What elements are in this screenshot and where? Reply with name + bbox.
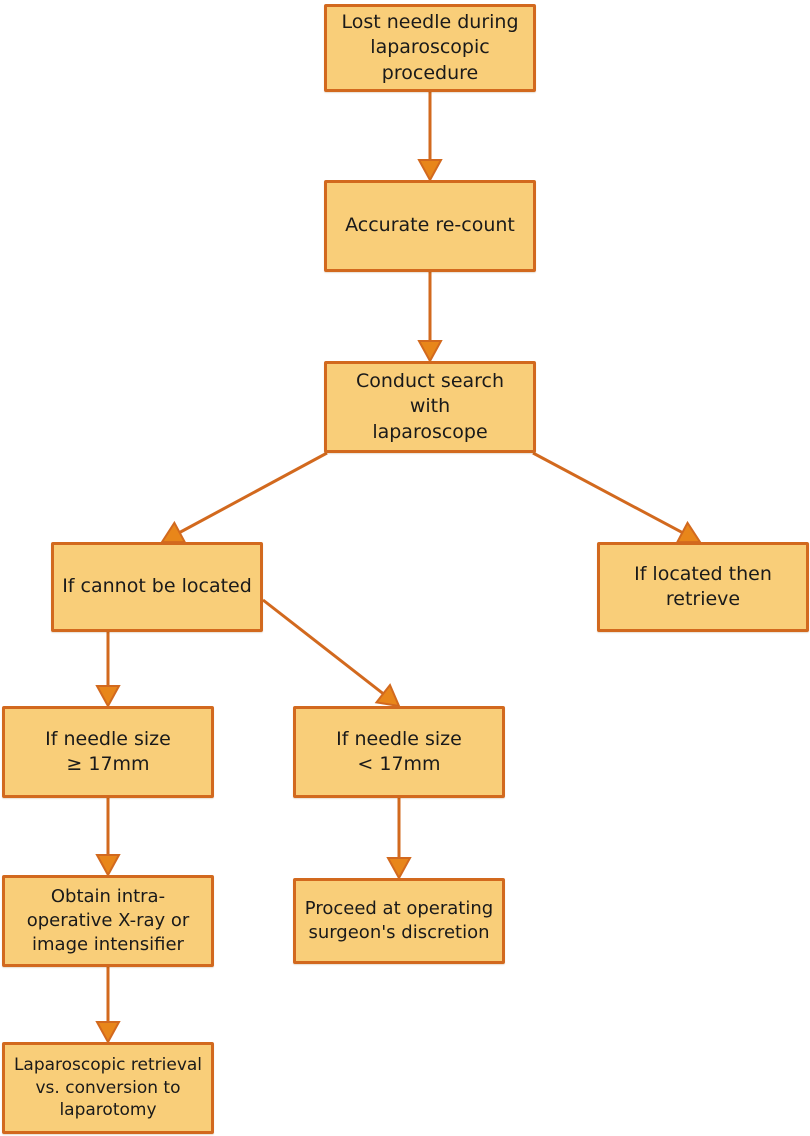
node-cannot-be-located: If cannot be located	[51, 542, 263, 632]
node-label-obtain-xray: Obtain intra- operative X-ray or image i…	[26, 886, 190, 955]
edge-cannot-locate-to-gte17	[95, 632, 121, 709]
node-needle-size-gte-17: If needle size ≥ 17mm	[2, 706, 214, 798]
node-label-cannot-be-located: If cannot be located	[62, 575, 252, 598]
node-accurate-recount: Accurate re-count	[324, 180, 536, 272]
node-label-accurate-recount: Accurate re-count	[345, 214, 515, 237]
node-label-laparoscopic-retrieval: Laparoscopic retrieval vs. conversion to…	[13, 1055, 203, 1121]
edge-gte17-to-xray	[95, 798, 121, 878]
edge-lost-to-recount	[417, 92, 443, 183]
edge-search-to-cannot-locate	[160, 451, 328, 544]
edge-search-to-located	[532, 451, 702, 544]
node-label-lost-needle: Lost needle during laparoscopic procedur…	[341, 11, 519, 84]
edge-recount-to-search	[417, 272, 443, 364]
node-laparoscopic-retrieval: Laparoscopic retrieval vs. conversion to…	[2, 1042, 214, 1134]
edge-cannot-locate-to-lt17	[262, 598, 401, 708]
node-conduct-search: Conduct search with laparoscope	[324, 361, 536, 453]
node-label-needle-size-gte-17: If needle size ≥ 17mm	[45, 727, 171, 775]
node-obtain-xray: Obtain intra- operative X-ray or image i…	[2, 875, 214, 967]
edge-xray-to-retrieval	[95, 967, 121, 1045]
node-needle-size-lt-17: If needle size < 17mm	[293, 706, 505, 798]
node-label-conduct-search: Conduct search with laparoscope	[355, 370, 505, 443]
node-label-needle-size-lt-17: If needle size < 17mm	[336, 727, 462, 775]
node-label-located-retrieve: If located then retrieve	[634, 562, 772, 610]
node-surgeon-discretion: Proceed at operating surgeon's discretio…	[293, 878, 505, 964]
edge-lt17-to-discretion	[386, 798, 412, 881]
node-label-surgeon-discretion: Proceed at operating surgeon's discretio…	[304, 898, 494, 943]
node-lost-needle: Lost needle during laparoscopic procedur…	[324, 4, 536, 92]
node-located-retrieve: If located then retrieve	[597, 542, 809, 632]
